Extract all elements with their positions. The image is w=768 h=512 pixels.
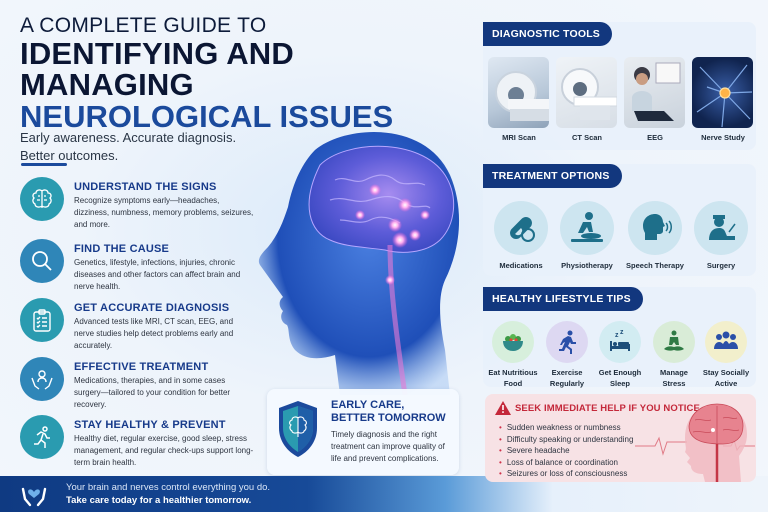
warning-item: Difficulty speaking or understanding: [499, 434, 634, 446]
step-treatment: EFFECTIVE TREATMENT Medications, therapi…: [20, 355, 260, 413]
nerve-study-image: [692, 57, 753, 128]
step-body: Advanced tests like MRI, CT scan, EEG, a…: [74, 317, 234, 350]
footer-line-1: Your brain and nerves control everything…: [66, 482, 271, 493]
treatment-label: Medications: [499, 261, 543, 270]
salad-bowl-icon: [492, 321, 534, 363]
title-line-1: A COMPLETE GUIDE TO: [20, 14, 267, 37]
hands-heart-icon: [21, 487, 47, 507]
brain-shield-icon: [279, 401, 317, 457]
step-diagnosis: GET ACCURATE DIAGNOSIS Advanced tests li…: [20, 296, 260, 354]
step-title: GET ACCURATE DIAGNOSIS: [74, 302, 230, 314]
step-stay-healthy: STAY HEALTHY & PREVENT Healthy diet, reg…: [20, 413, 260, 471]
early-care-card: EARLY CARE, BETTER TOMORROW Timely diagn…: [267, 389, 459, 475]
head-brain-illustration: [258, 132, 460, 395]
surgeon-icon: [694, 201, 748, 255]
footer-line-2: Take care today for a healthier tomorrow…: [66, 495, 252, 506]
warning-triangle-icon: [495, 401, 511, 415]
title-line-4: NEUROLOGICAL ISSUES: [20, 99, 394, 134]
step-title: UNDERSTAND THE SIGNS: [74, 181, 217, 193]
panel-title: DIAGNOSTIC TOOLS: [483, 22, 613, 46]
title-line-3: MANAGING: [20, 67, 194, 102]
warning-title: SEEK IMMEDIATE HELP IF YOU NOTICE: [515, 403, 700, 414]
tool-label: Nerve Study: [701, 133, 745, 142]
tagline-line-2: Better outcomes.: [20, 148, 119, 163]
brain-icon: [20, 177, 64, 221]
running-person-icon: [20, 415, 64, 459]
step-understand-signs: UNDERSTAND THE SIGNS Recognize symptoms …: [20, 175, 260, 233]
running-icon: [546, 321, 588, 363]
tip-label-line: Sleep: [609, 379, 630, 388]
tool-label: MRI Scan: [502, 133, 536, 142]
warning-item: Seizures or loss of consciousness: [499, 468, 633, 480]
step-title: STAY HEALTHY & PREVENT: [74, 419, 226, 431]
diagnostic-tools-panel: DIAGNOSTIC TOOLS MRI Scan CT Scan EEG Ne…: [483, 22, 756, 150]
tip-label-line: Get Enough: [598, 368, 642, 377]
treatment-options-panel: TREATMENT OPTIONS Medications Physiother…: [483, 164, 756, 276]
step-body: Healthy diet, regular exercise, good sle…: [74, 434, 254, 467]
tip-label-line: Food: [503, 379, 523, 388]
step-body: Medications, therapies, and in some case…: [74, 376, 231, 409]
capsule-icon: [494, 201, 548, 255]
step-find-cause: FIND THE CAUSE Genetics, lifestyle, infe…: [20, 237, 260, 295]
svg-text:z: z: [620, 329, 624, 336]
tagline-line-1: Early awareness. Accurate diagnosis.: [20, 130, 237, 145]
warning-item: Loss of balance or coordination: [499, 457, 633, 469]
magnifier-icon: [20, 239, 64, 283]
warning-item: Sudden weakness or numbness: [499, 422, 633, 434]
footer-banner: Your brain and nerves control everything…: [0, 476, 768, 512]
ct-scan-image: [556, 57, 617, 128]
care-title: EARLY CARE, BETTER TOMORROW: [331, 399, 446, 424]
tip-label-line: Regularly: [549, 379, 585, 388]
speaking-head-icon: [628, 201, 682, 255]
tip-label-line: Eat Nutritious: [488, 368, 538, 377]
tip-label-line: Stay Socially: [702, 368, 750, 377]
tool-label: EEG: [647, 133, 663, 142]
svg-text:z: z: [615, 332, 619, 339]
panel-title: TREATMENT OPTIONS: [483, 164, 622, 188]
warning-list: Sudden weakness or numbness Difficulty s…: [499, 422, 634, 480]
treatment-label: Surgery: [706, 261, 736, 270]
tip-label-line: Manage: [660, 368, 688, 377]
hands-care-icon: [20, 357, 64, 401]
tip-label-line: Stress: [662, 379, 686, 388]
panel-title: HEALTHY LIFESTYLE TIPS: [483, 287, 643, 311]
group-people-icon: [705, 321, 747, 363]
step-body: Genetics, lifestyle, infections, injurie…: [74, 258, 241, 291]
treatment-label: Speech Therapy: [626, 261, 684, 270]
step-title: FIND THE CAUSE: [74, 243, 170, 255]
tip-label-line: Exercise: [551, 368, 583, 377]
meditation-icon: [653, 321, 695, 363]
tagline: Early awareness. Accurate diagnosis. Bet…: [20, 129, 280, 165]
head-heartbeat-illustration: [635, 403, 755, 482]
clipboard-checklist-icon: [20, 298, 64, 342]
page-title: A COMPLETE GUIDE TO IDENTIFYING AND MANA…: [20, 14, 440, 133]
physiotherapy-icon: [560, 201, 614, 255]
tool-label: CT Scan: [571, 133, 602, 142]
treatment-label: Physiotherapy: [561, 261, 613, 270]
step-body: Recognize symptoms early—headaches, dizz…: [74, 196, 254, 229]
title-line-2: IDENTIFYING AND: [20, 36, 294, 71]
warning-item: Severe headache: [499, 445, 633, 457]
tip-label-line: Active: [714, 379, 738, 388]
divider: [21, 163, 67, 166]
care-body: Timely diagnosis and the right treatment…: [331, 430, 445, 463]
mri-scan-image: [488, 57, 549, 128]
eeg-image: [624, 57, 685, 128]
emergency-warning-panel: SEEK IMMEDIATE HELP IF YOU NOTICE Sudden…: [485, 394, 756, 482]
step-title: EFFECTIVE TREATMENT: [74, 361, 209, 373]
